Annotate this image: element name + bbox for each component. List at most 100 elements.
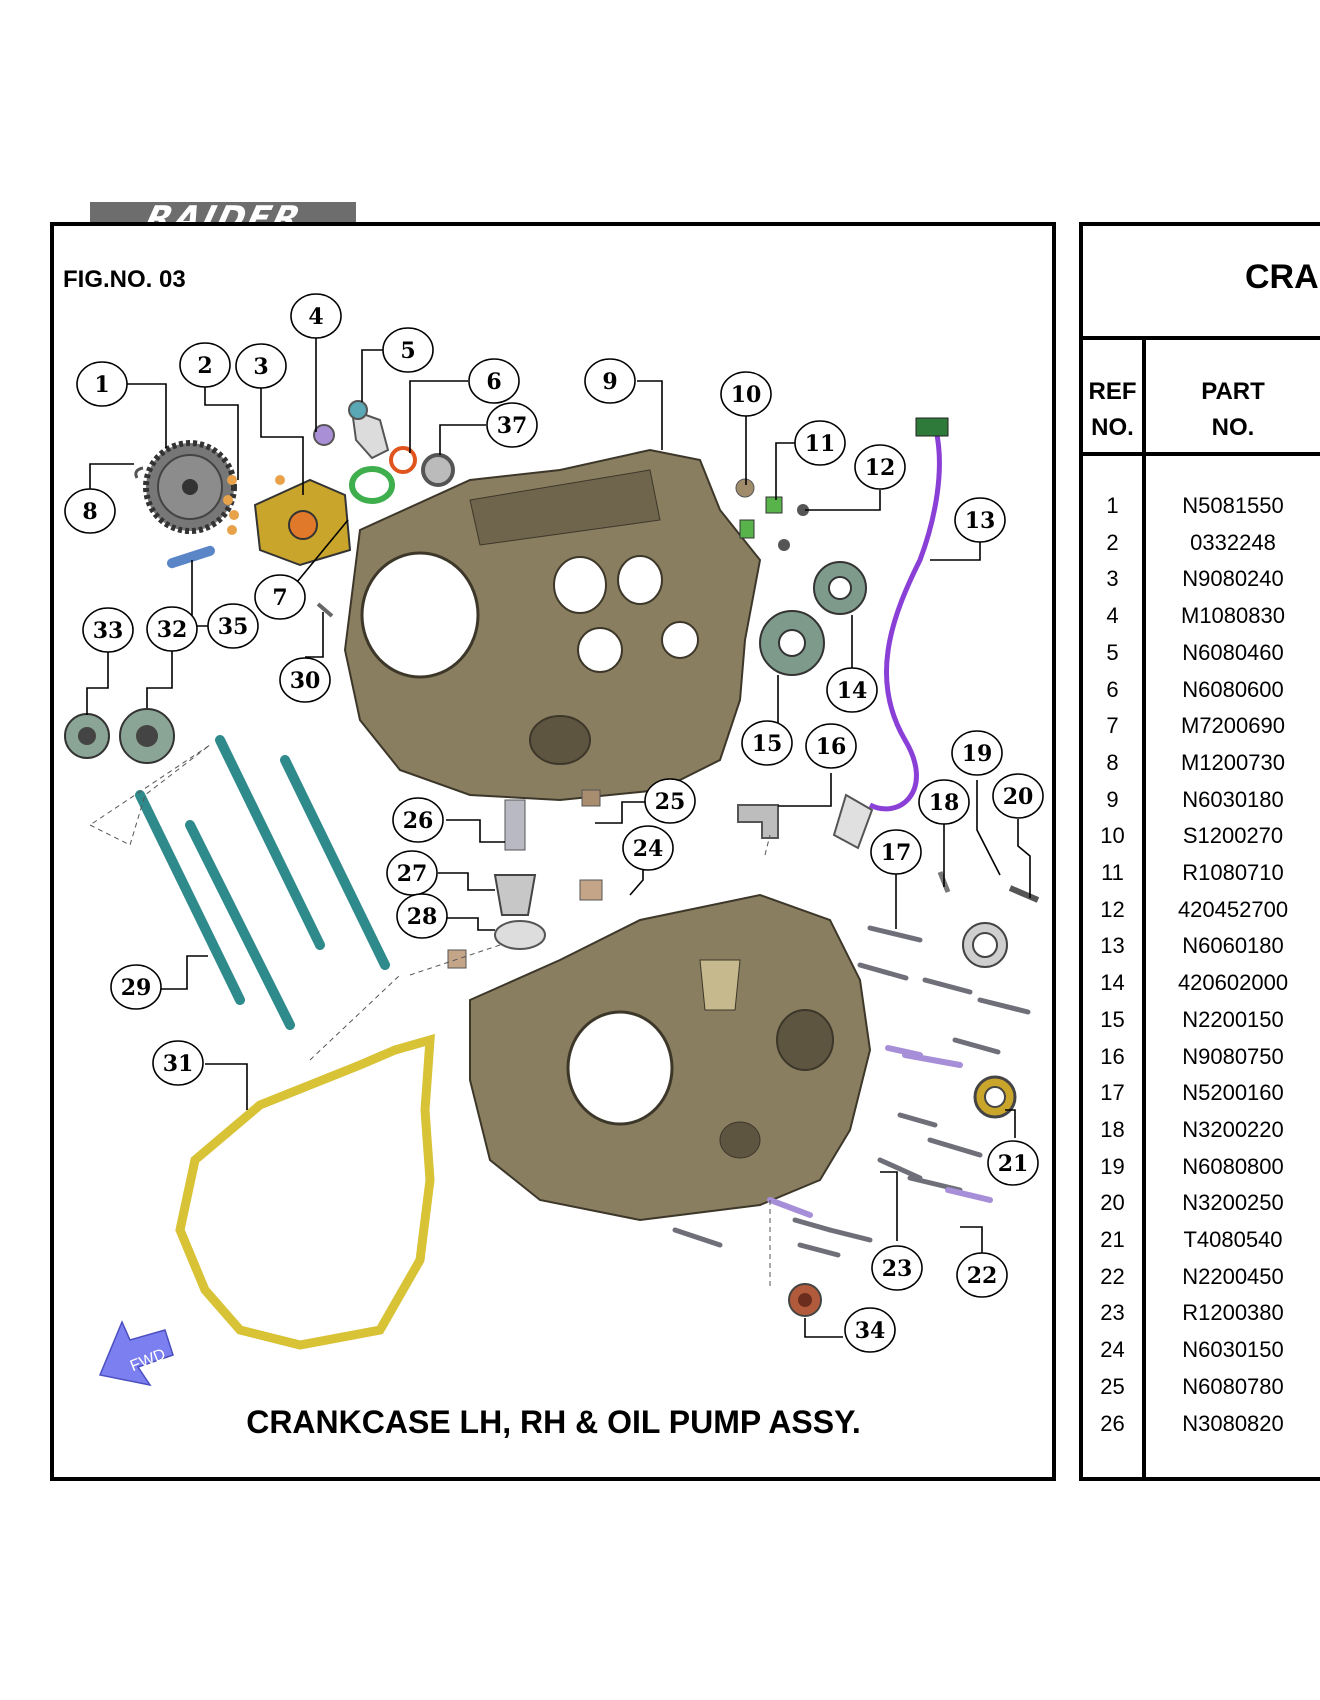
callout-10: 10 <box>720 371 772 417</box>
table-cell-part-no: N6030150 <box>1182 1337 1284 1363</box>
callout-label: 37 <box>497 413 528 439</box>
oil-pump-gear <box>143 440 237 534</box>
table-cell-ref: 21 <box>1100 1227 1125 1252</box>
sensor-wire <box>868 429 942 812</box>
table-cell-ref: 2 <box>1106 529 1119 555</box>
table-cell-part-no: N6080600 <box>1182 676 1284 702</box>
table-cell-part-no: N2200150 <box>1182 1006 1284 1032</box>
callout-7: 7 <box>254 574 306 620</box>
callout-label: 24 <box>633 836 664 862</box>
table-header-divider <box>1079 452 1320 456</box>
table-cell-part-no: S1200270 <box>1182 823 1284 849</box>
callout-label: 13 <box>965 508 996 534</box>
table-cell-part-no: 0332248 <box>1190 529 1276 555</box>
callout-20: 20 <box>992 773 1044 819</box>
table-cell-ref: 4 <box>1106 603 1119 629</box>
parts-table-title: CRA <box>1245 258 1319 296</box>
table-cell-ref: 20 <box>1100 1190 1125 1216</box>
table-cell-ref: 19 <box>1100 1153 1125 1179</box>
oil-pump <box>223 475 352 567</box>
callout-33: 33 <box>82 607 134 653</box>
table-cell-ref: 16 <box>1100 1043 1125 1069</box>
table-cell-part-no: N6060180 <box>1182 933 1284 959</box>
table-cell-part-no: N3200250 <box>1182 1190 1284 1216</box>
bolts-17 <box>672 925 1031 1258</box>
callout-31: 31 <box>152 1040 204 1086</box>
callout-22: 22 <box>956 1252 1008 1298</box>
bracket-11 <box>765 496 783 514</box>
table-cell-ref: 8 <box>1106 749 1119 775</box>
table-cell-part-no: N6030180 <box>1182 786 1284 812</box>
callout-12: 12 <box>854 444 906 490</box>
callout-label: 5 <box>400 338 415 364</box>
callout-label: 14 <box>837 678 868 704</box>
callout-label: 9 <box>602 369 617 395</box>
lever <box>350 408 390 460</box>
callout-3: 3 <box>235 343 287 389</box>
callout-32: 32 <box>146 606 198 652</box>
callout-1: 1 <box>76 361 128 407</box>
callout-25: 25 <box>644 778 696 824</box>
table-cell-ref: 3 <box>1106 566 1119 592</box>
table-cell-ref: 24 <box>1100 1337 1125 1363</box>
callout-5: 5 <box>382 327 434 373</box>
table-cell-part-no: 420452700 <box>1177 896 1289 922</box>
callout-label: 20 <box>1003 784 1034 810</box>
callout-label: 25 <box>655 789 686 815</box>
table-cell-part-no: N6080460 <box>1182 639 1284 665</box>
circlip-6 <box>389 446 417 474</box>
cap-28 <box>494 920 546 950</box>
speed-sensor <box>832 793 874 850</box>
table-cell-ref: 13 <box>1100 933 1125 959</box>
col-header-part-line1: PART <box>1201 378 1265 405</box>
table-cell-ref: 14 <box>1100 970 1125 996</box>
callout-label: 8 <box>82 499 97 525</box>
col-header-ref-line1: REF <box>1088 378 1137 405</box>
callout-label: 19 <box>962 741 993 767</box>
dowel-25 <box>581 789 601 807</box>
table-cell-part-no: N9080750 <box>1182 1043 1284 1069</box>
table-cell-ref: 18 <box>1100 1116 1125 1142</box>
table-cell-part-no: M1080830 <box>1181 603 1285 629</box>
table-cell-part-no: 420602000 <box>1177 970 1289 996</box>
bearing-14 <box>813 561 867 615</box>
bolt-20 <box>1008 885 1040 903</box>
table-cell-part-no: N6080780 <box>1182 1373 1284 1399</box>
table-cell-part-no: M1200730 <box>1181 749 1285 775</box>
callout-label: 31 <box>163 1051 194 1077</box>
callout-6: 6 <box>468 358 520 404</box>
figure-number: FIG.NO. 03 <box>63 266 186 293</box>
callout-13: 13 <box>954 497 1006 543</box>
bracket-19 <box>962 922 1008 968</box>
callout-label: 6 <box>486 369 501 395</box>
table-cell-part-no: N5081550 <box>1182 493 1284 518</box>
callout-18: 18 <box>918 779 970 825</box>
pipe-26 <box>504 799 526 851</box>
callout-label: 3 <box>253 354 268 380</box>
table-cell-ref: 9 <box>1106 786 1119 812</box>
callout-label: 4 <box>308 304 323 330</box>
dowel-10 <box>735 478 755 498</box>
table-cell-part-no: N3080820 <box>1182 1410 1284 1436</box>
seal-ring-7 <box>349 466 395 504</box>
callout-label: 12 <box>865 455 896 481</box>
callout-26: 26 <box>392 797 444 843</box>
bearing-32 <box>119 708 175 764</box>
table-cell-ref: 10 <box>1100 823 1125 849</box>
callout-label: 27 <box>397 861 428 887</box>
callout-label: 21 <box>998 1151 1029 1177</box>
callout-37: 37 <box>486 402 538 448</box>
table-cell-ref: 26 <box>1100 1410 1125 1436</box>
table-cell-ref: 25 <box>1100 1373 1125 1399</box>
callout-label: 1 <box>94 372 109 398</box>
callout-label: 34 <box>855 1318 886 1344</box>
table-cell-part-no: N9080240 <box>1182 566 1284 592</box>
elbow-fitting <box>737 804 779 839</box>
spacer <box>313 424 335 446</box>
callout-label: 7 <box>272 585 287 611</box>
callout-label: 16 <box>816 734 847 760</box>
callout-23: 23 <box>871 1245 923 1291</box>
table-cell-ref: 1 <box>1106 493 1119 518</box>
wire-connector <box>915 417 949 437</box>
bearing-15 <box>759 610 825 676</box>
